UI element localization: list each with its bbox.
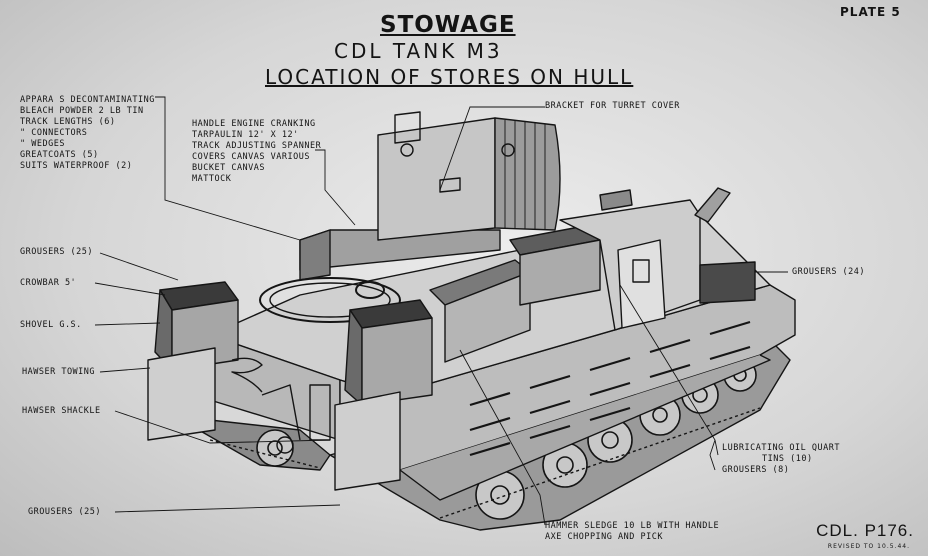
grouser-bars	[469, 320, 751, 457]
label-crowbar: CROWBAR 5'	[20, 278, 77, 288]
label-line: TINS (10)	[762, 454, 813, 464]
page-title: STOWAGE	[380, 12, 516, 38]
label-hawser-shackle: HAWSER SHACKLE	[22, 406, 101, 416]
rear-left-box	[147, 281, 239, 441]
label-bracket-turret-cover: BRACKET FOR TURRET COVER	[545, 101, 680, 111]
label-line: TRACK LENGTHS (6)	[20, 117, 116, 127]
page-subtitle-vehicle: CDL TANK M3	[334, 39, 503, 63]
page-subtitle-location: LOCATION OF STORES ON HULL	[265, 65, 634, 89]
label-line: HANDLE ENGINE CRANKING	[192, 119, 316, 129]
front-hull	[559, 187, 756, 331]
label-line: LUBRICATING OIL QUART	[722, 443, 840, 453]
centre-boxes	[429, 224, 601, 363]
label-line: HAMMER SLEDGE 10 lb WITH HANDLE	[545, 521, 720, 531]
leader-lines	[94, 96, 788, 526]
label-line: COVERS CANVAS VARIOUS	[192, 152, 310, 162]
label-line: MATTOCK	[192, 174, 232, 184]
label-line: TRACK ADJUSTING SPANNER	[192, 141, 322, 151]
label-grousers-right: GROUSERS (24)	[792, 267, 866, 277]
plate-number: PLATE 5	[840, 5, 901, 19]
label-lubricating-oil: LUBRICATING OIL QUART TINS (10) GROUSERS…	[722, 443, 840, 476]
cdl-turret	[377, 111, 561, 241]
label-line: GROUSERS (8)	[722, 465, 790, 475]
label-line: AXE CHOPPING AND PICK	[545, 532, 663, 542]
label-line: " CONNECTORS	[20, 128, 88, 138]
label-hammer-sledge: HAMMER SLEDGE 10 lb WITH HANDLE AXE CHOP…	[545, 521, 719, 543]
engine-deck	[259, 277, 401, 323]
label-apparatus-decontaminating: APPARA S DECONTAMINATING BLEACH POWDER 2…	[20, 95, 155, 172]
document-number: CDL. P176.	[816, 521, 914, 540]
label-line: SUITS WATERPROOF (2)	[20, 161, 133, 171]
label-hawser-towing: HAWSER TOWING	[22, 367, 96, 377]
rear-right-box	[334, 299, 433, 491]
label-line: TARPAULIN 12' x 12'	[192, 130, 299, 140]
label-line: GREATCOATS (5)	[20, 150, 99, 160]
label-line: " WEDGES	[20, 139, 65, 149]
label-line: APPARA S DECONTAMINATING	[20, 95, 155, 105]
label-grousers-rear-top: GROUSERS (25)	[20, 247, 94, 257]
revision-note: REVISED TO 10.5.44.	[827, 543, 910, 550]
label-handle-engine-cranking: HANDLE ENGINE CRANKING TARPAULIN 12' x 1…	[192, 119, 321, 185]
label-line: BUCKET CANVAS	[192, 163, 266, 173]
side-skirt	[389, 284, 796, 501]
label-shovel: SHOVEL G.S.	[20, 320, 82, 330]
label-grousers-bottom: GROUSERS (25)	[28, 507, 102, 517]
label-line: BLEACH POWDER 2 lb TIN	[20, 106, 144, 116]
